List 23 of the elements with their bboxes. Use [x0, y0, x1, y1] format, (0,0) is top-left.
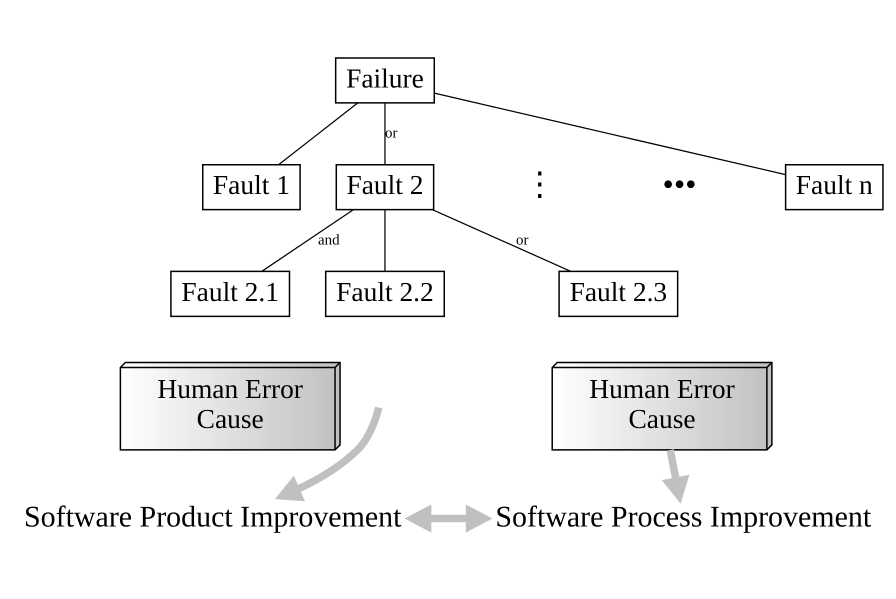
edge-label: or: [384, 125, 398, 142]
node-box: Fault 2.1: [170, 270, 290, 318]
label: ⋮: [524, 167, 556, 204]
edge-label: and: [318, 232, 340, 249]
node-box: Fault 1: [202, 164, 301, 210]
node-box: Fault 2.2: [324, 270, 445, 318]
node-text: Software Product Improvement: [24, 500, 402, 534]
node-box: Fault 2.3: [558, 270, 678, 318]
arrow: [662, 449, 690, 504]
connector: [262, 209, 354, 272]
connector: [384, 103, 386, 164]
connector: [432, 209, 571, 272]
node-box: Fault 2: [336, 164, 434, 210]
arrow: [274, 406, 382, 502]
node-box: Fault n: [784, 164, 884, 210]
edge-label: or: [516, 232, 529, 249]
connector: [384, 210, 386, 272]
node-box: Failure: [334, 57, 436, 104]
connector: [434, 92, 786, 176]
arrow: [404, 504, 493, 533]
node-text: Software Process Improvement: [495, 500, 872, 534]
connector: [278, 102, 358, 166]
label: •••: [662, 167, 697, 204]
